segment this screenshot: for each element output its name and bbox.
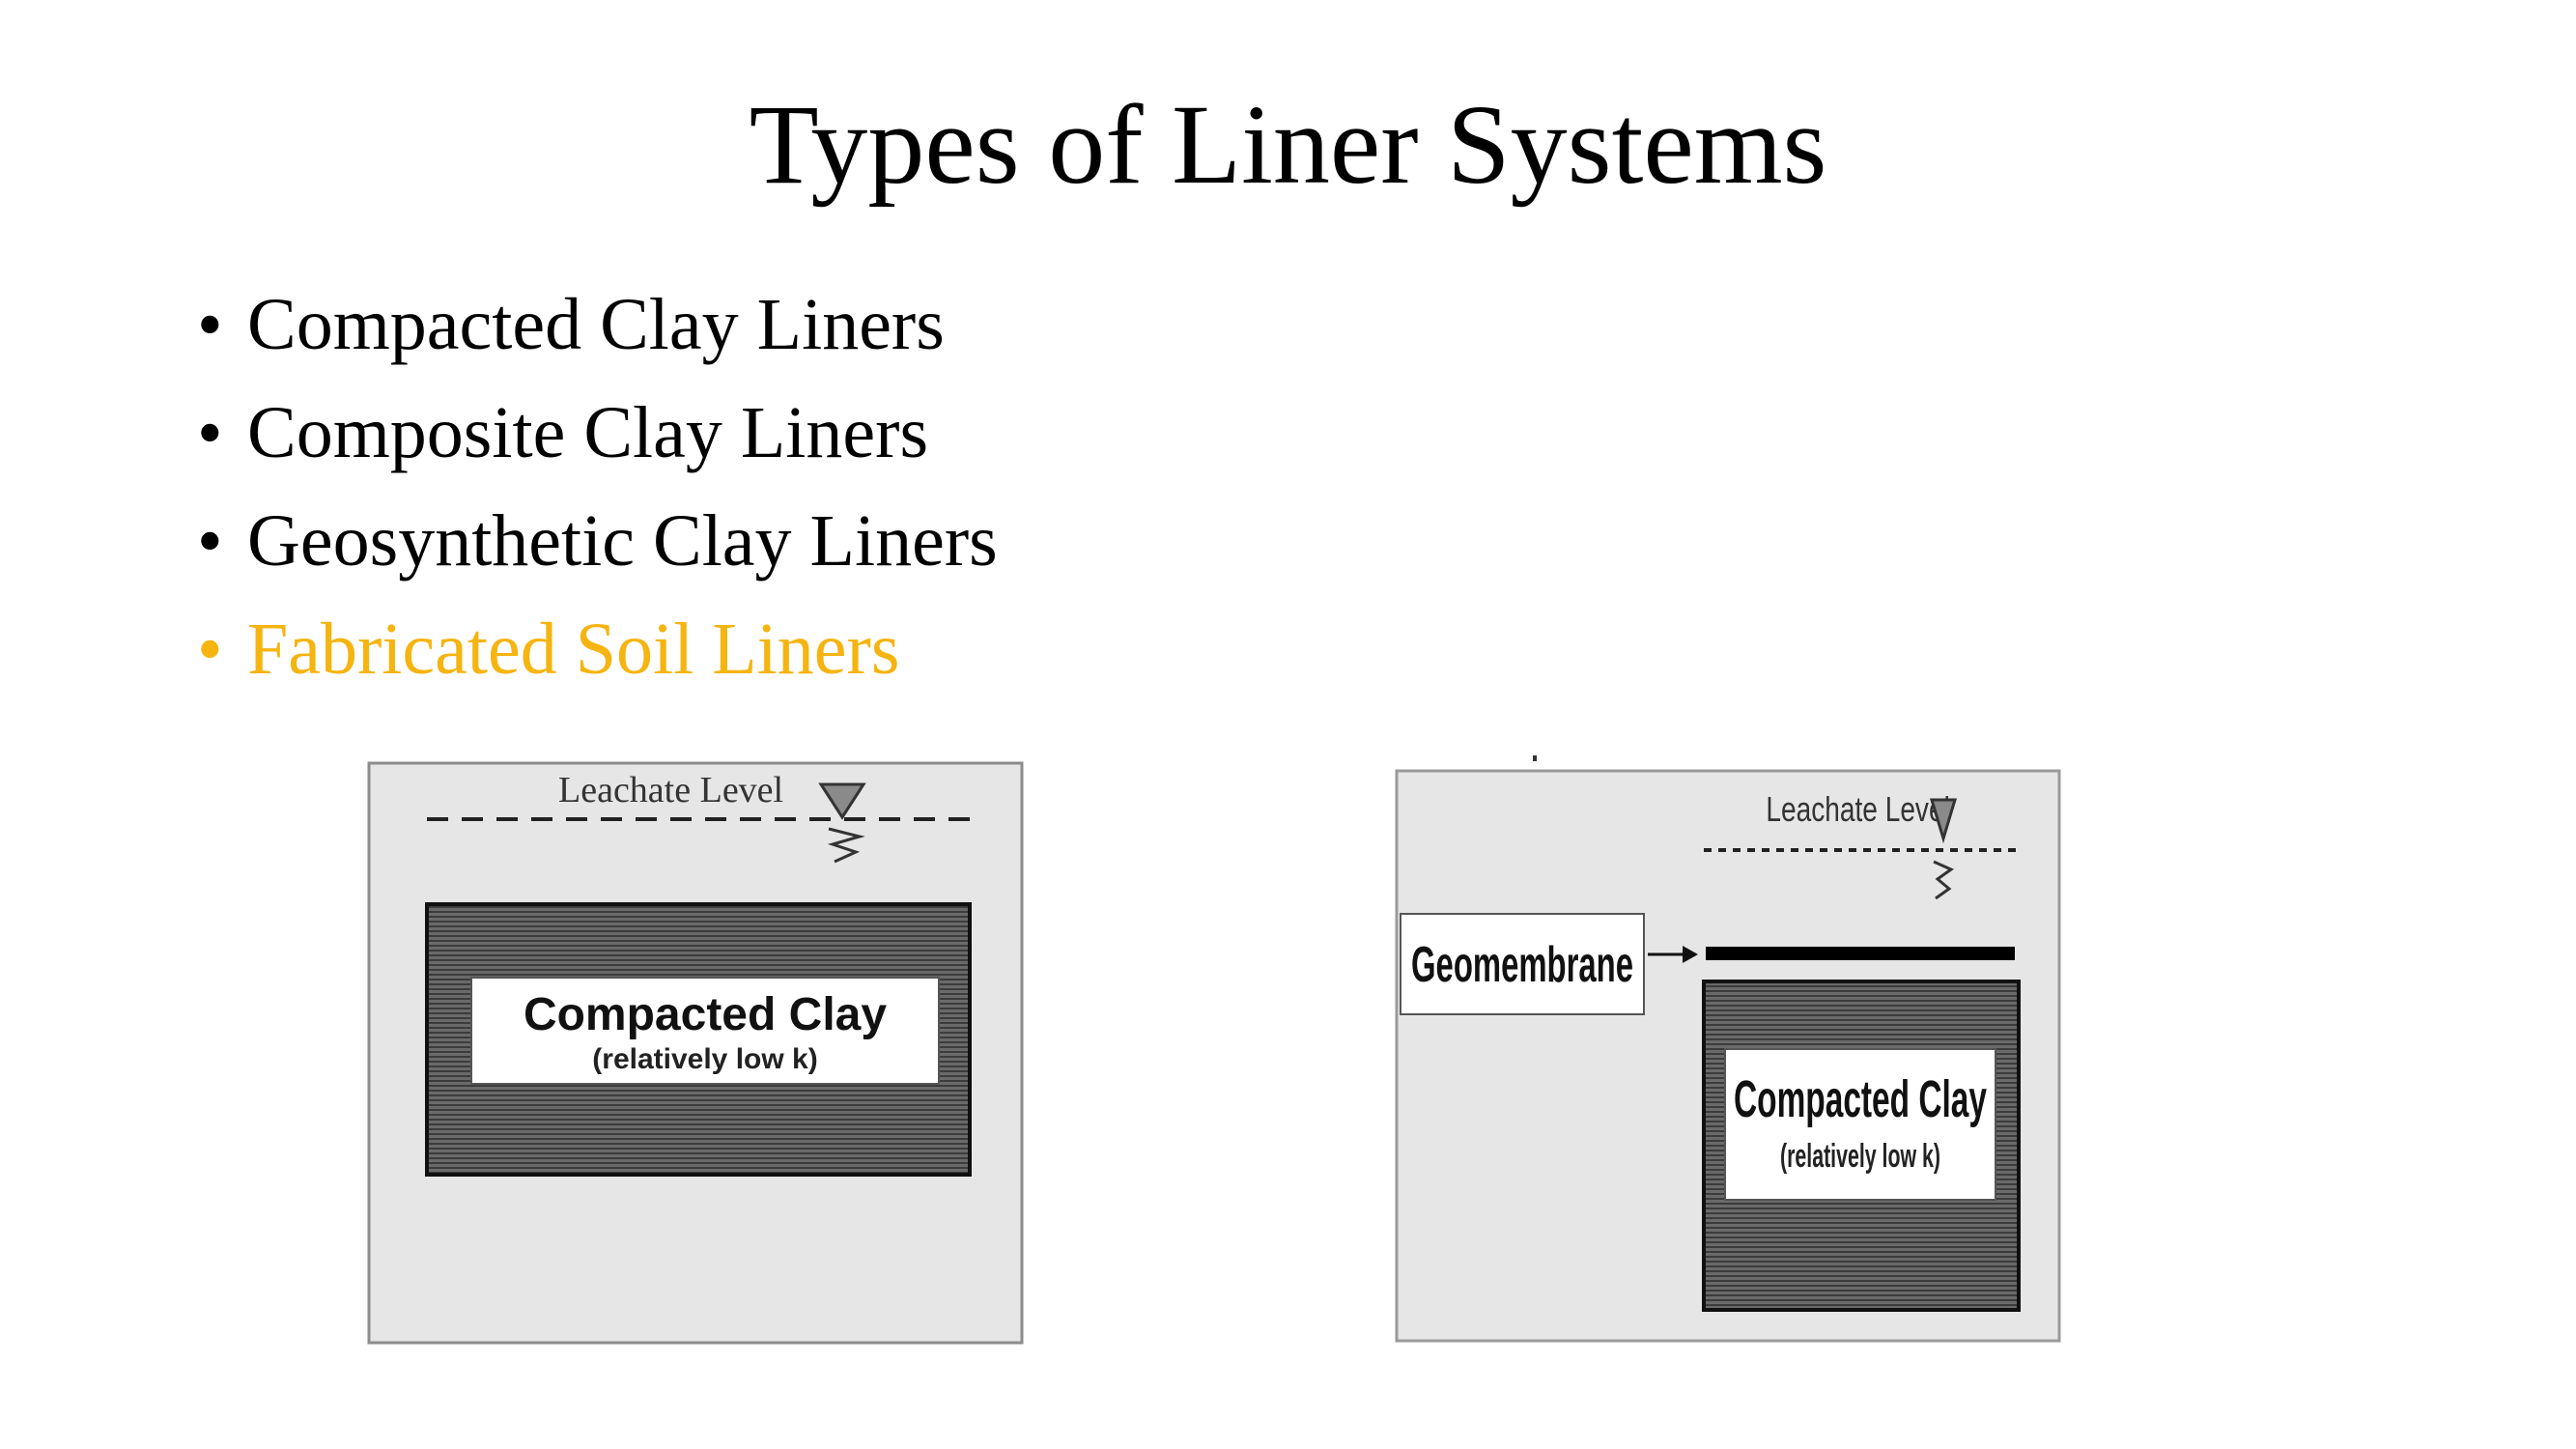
water-ripple-icon [827,827,865,864]
compacted-clay-label: Compacted Clay [524,989,887,1040]
geomembrane-label-box [1400,913,1645,1015]
bullet-text: Compacted Clay Liners [247,284,945,365]
compacted-clay-liner-diagram: Leachate Level Compacted Clay (relativel… [367,761,1024,1347]
composite-liner-diagram: Leachate Level Geomembrane Compacted Cla… [1391,753,2067,1345]
slide-title: Types of Liner Systems [749,81,1827,208]
composite-liner-svg: Leachate Level Geomembrane Compacted Cla… [1395,755,2061,1343]
bullet-text: Geosynthetic Clay Liners [247,500,998,582]
bullet-marker: • [197,609,223,690]
geomembrane-label: Geomembrane [1411,937,1633,993]
bullet-marker: • [197,392,223,473]
water-ripple-icon [1933,860,1955,900]
compacted-clay-sublabel: (relatively low k) [592,1043,817,1075]
compacted-clay-label: Compacted Clay [1734,1070,1987,1128]
compacted-clay-sublabel: (relatively low k) [1780,1138,1940,1175]
bullet-text: Fabricated Soil Liners [247,609,900,690]
compacted-clay-label-box [1724,1048,1996,1201]
bullet-item-geosynthetic-clay: • Geosynthetic Clay Liners [197,487,998,595]
bullet-marker: • [197,284,223,365]
water-level-triangle-icon [1929,798,1958,844]
compacted-clay-liner-svg: Leachate Level Compacted Clay (relativel… [367,761,1024,1345]
bullet-item-compacted-clay: • Compacted Clay Liners [197,270,998,379]
bullet-list: • Compacted Clay Liners • Composite Clay L… [197,270,998,703]
geomembrane-arrowhead-icon [1683,946,1698,963]
water-level-triangle-icon [818,782,866,820]
bullet-item-composite-clay: • Composite Clay Liners [197,379,998,487]
bullet-item-fabricated-soil: • Fabricated Soil Liners [197,595,998,703]
bullet-marker: • [197,500,223,582]
compacted-clay-label-box [470,977,940,1085]
leachate-level-label: Leachate Level [1766,790,1949,829]
geomembrane-layer [1706,947,2015,960]
bullet-text: Composite Clay Liners [247,392,929,473]
leachate-level-label: Leachate Level [558,770,783,810]
